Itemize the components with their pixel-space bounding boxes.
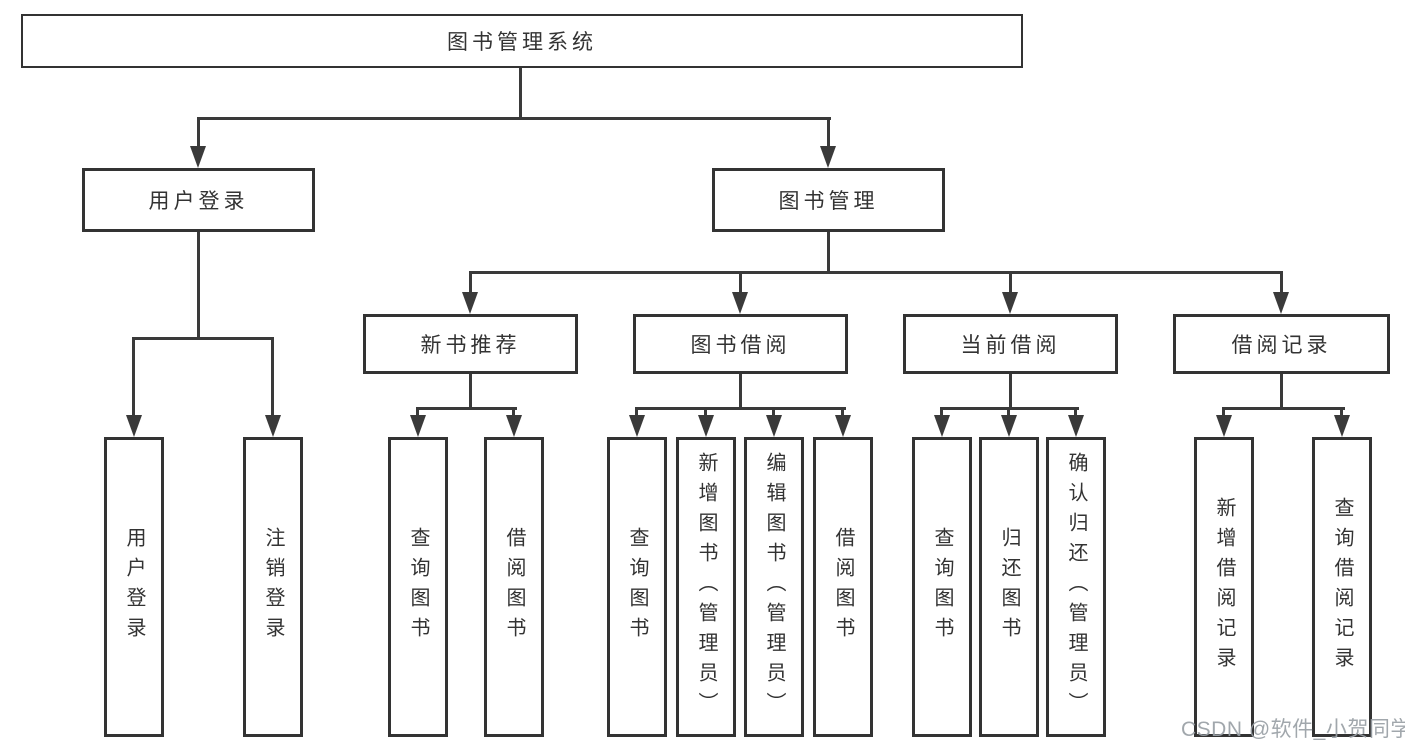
leaf-borrow-books: 借阅图书 xyxy=(813,437,873,737)
arrow-down-icon xyxy=(1216,415,1232,437)
leaf-edit-book-admin: 编辑图书（管理员） xyxy=(744,437,804,737)
arrow-down-icon xyxy=(1273,292,1289,314)
node-borrow-records: 借阅记录 xyxy=(1173,314,1390,374)
arrow-down-icon xyxy=(820,146,836,168)
connector-line xyxy=(1009,374,1012,410)
arrow-down-icon xyxy=(629,415,645,437)
connector-line xyxy=(704,407,707,417)
connector-line xyxy=(1009,271,1012,294)
connector-line xyxy=(197,117,831,120)
node-new-book-recommend: 新书推荐 xyxy=(363,314,578,374)
connector-line xyxy=(772,407,775,417)
connector-line xyxy=(1280,271,1283,294)
arrow-down-icon xyxy=(732,292,748,314)
connector-line xyxy=(132,337,274,340)
leaf-borrow-books-recommend: 借阅图书 xyxy=(484,437,544,737)
leaf-query-books-recommend: 查询图书 xyxy=(388,437,448,737)
arrow-down-icon xyxy=(1334,415,1350,437)
leaf-add-borrow-record: 新增借阅记录 xyxy=(1194,437,1254,737)
arrow-down-icon xyxy=(190,146,206,168)
node-library-system: 图书管理系统 xyxy=(21,14,1023,68)
connector-line xyxy=(197,232,200,337)
connector-line xyxy=(1222,407,1345,410)
connector-line xyxy=(132,337,135,417)
leaf-add-book-admin: 新增图书（管理员） xyxy=(676,437,736,737)
arrow-down-icon xyxy=(126,415,142,437)
connector-line xyxy=(739,374,742,410)
arrow-down-icon xyxy=(265,415,281,437)
connector-line xyxy=(1074,407,1077,417)
arrow-down-icon xyxy=(698,415,714,437)
connector-line xyxy=(1007,407,1010,417)
connector-line xyxy=(635,407,638,417)
leaf-user-login: 用户登录 xyxy=(104,437,164,737)
arrow-down-icon xyxy=(934,415,950,437)
connector-line xyxy=(1280,374,1283,410)
connector-line xyxy=(1222,407,1225,417)
leaf-query-books-borrow: 查询图书 xyxy=(607,437,667,737)
arrow-down-icon xyxy=(1002,292,1018,314)
connector-line xyxy=(512,407,515,417)
connector-line xyxy=(841,407,844,417)
connector-line xyxy=(940,407,943,417)
connector-line xyxy=(469,374,472,410)
leaf-query-books-current: 查询图书 xyxy=(912,437,972,737)
leaf-confirm-return-admin: 确认归还（管理员） xyxy=(1046,437,1106,737)
arrow-down-icon xyxy=(462,292,478,314)
connector-line xyxy=(827,232,830,274)
leaf-logout: 注销登录 xyxy=(243,437,303,737)
connector-line xyxy=(827,117,830,148)
connector-line xyxy=(416,407,419,417)
connector-line xyxy=(197,117,200,148)
arrow-down-icon xyxy=(1001,415,1017,437)
arrow-down-icon xyxy=(506,415,522,437)
arrow-down-icon xyxy=(835,415,851,437)
connector-line xyxy=(635,407,846,410)
leaf-query-borrow-record: 查询借阅记录 xyxy=(1312,437,1372,737)
connector-line xyxy=(1340,407,1343,417)
node-user-login: 用户登录 xyxy=(82,168,315,232)
arrow-down-icon xyxy=(410,415,426,437)
connector-line xyxy=(469,271,472,294)
arrow-down-icon xyxy=(1068,415,1084,437)
connector-line xyxy=(519,68,522,117)
connector-line xyxy=(469,271,1283,274)
watermark: CSDN @软件_小贺同学 xyxy=(1181,718,1405,741)
connector-line xyxy=(416,407,517,410)
leaf-return-book: 归还图书 xyxy=(979,437,1039,737)
arrow-down-icon xyxy=(766,415,782,437)
node-current-borrow: 当前借阅 xyxy=(903,314,1118,374)
node-book-borrow: 图书借阅 xyxy=(633,314,848,374)
connector-line xyxy=(739,271,742,294)
connector-line xyxy=(271,337,274,417)
node-book-management: 图书管理 xyxy=(712,168,945,232)
